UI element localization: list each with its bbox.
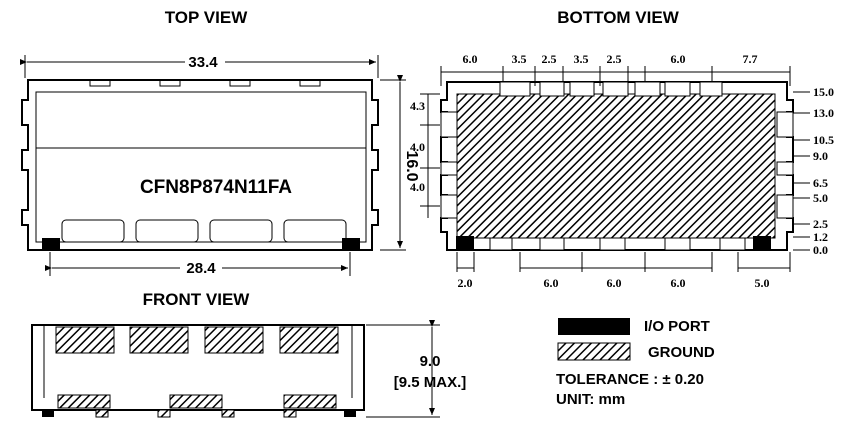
bottom-top-dim: 6.0 [671,52,686,66]
top-io-port-right [342,238,360,250]
front-io-ports [42,410,356,417]
bottom-top-dim: 2.5 [607,52,622,66]
legend: I/O PORT GROUND TOLERANCE : ± 0.20 UNIT:… [556,318,715,408]
bottom-view: BOTTOM VIEW 6.0 3.5 2.5 3.5 2.5 6.0 7.7 [410,8,834,290]
unit-label: UNIT: mm [556,391,625,408]
front-view: FRONT VIEW 9.0 [9.5 MAX.] [31,290,467,418]
bottom-right-dim: 6.5 [813,176,828,190]
bottom-io-port-right [753,236,771,250]
bottom-left-dim: 4.0 [410,180,425,194]
dim-bg [180,259,222,275]
top-view: TOP VIEW 33.4 CFN8P874N11FA 16.0 [20,8,420,277]
bottom-right-dim: 15.0 [813,85,834,99]
top-lid [35,91,367,243]
top-notches [89,80,321,87]
bottom-left-dim: 4.3 [410,99,425,113]
dim-bg [185,52,225,68]
bottom-bottom-dim: 6.0 [671,276,686,290]
io-port-label: I/O PORT [644,318,710,335]
part-number: CFN8P874N11FA [140,177,292,198]
left-dim-chain [420,93,440,218]
bottom-right-dim: 2.5 [813,217,828,231]
bottom-right-dim: 9.0 [813,149,828,163]
ground-label: GROUND [648,344,715,361]
bottom-bottom-dim: 2.0 [458,276,473,290]
bottom-top-pads [499,81,723,97]
ground-swatch [557,342,631,361]
top-width-inner: 28.4 [186,260,216,277]
bottom-top-dim: 2.5 [542,52,557,66]
front-hatched-pads [55,326,339,409]
top-height: 16.0 [403,150,420,181]
front-height: 9.0 [420,353,441,370]
bottom-bottom-dim: 6.0 [544,276,559,290]
right-dim-chain [793,91,810,251]
bottom-left-dim: 4.0 [410,140,425,154]
front-ground-feet [95,409,297,418]
bottom-right-dim: 0.0 [813,243,828,257]
bottom-dim-chain [456,252,791,272]
bottom-right-dim: 5.0 [813,191,828,205]
bottom-right-dim: 1.2 [813,230,828,244]
top-width-overall: 33.4 [188,54,218,71]
bottom-right-dim: 13.0 [813,106,834,120]
bottom-side-pads [440,111,794,219]
bottom-top-dim: 3.5 [574,52,589,66]
bottom-bottom-dim: 6.0 [607,276,622,290]
io-port-swatch [558,318,630,335]
bottom-right-dim: 10.5 [813,133,834,147]
bottom-top-dim: 7.7 [743,52,758,66]
ground-plane [456,93,776,239]
top-view-pads [61,219,347,243]
bottom-lower-pads [489,237,746,251]
tolerance-label: TOLERANCE : ± 0.20 [556,371,704,388]
top-view-title: TOP VIEW [165,8,248,27]
bottom-top-dim: 6.0 [463,52,478,66]
bottom-bottom-dim: 5.0 [755,276,770,290]
top-io-port-left [42,238,60,250]
bottom-top-dim: 3.5 [512,52,527,66]
bottom-view-title: BOTTOM VIEW [557,8,679,27]
top-body-outline [21,79,379,251]
front-max-height: [9.5 MAX.] [394,374,467,391]
bottom-io-port-left [456,236,474,250]
front-view-title: FRONT VIEW [143,290,251,309]
